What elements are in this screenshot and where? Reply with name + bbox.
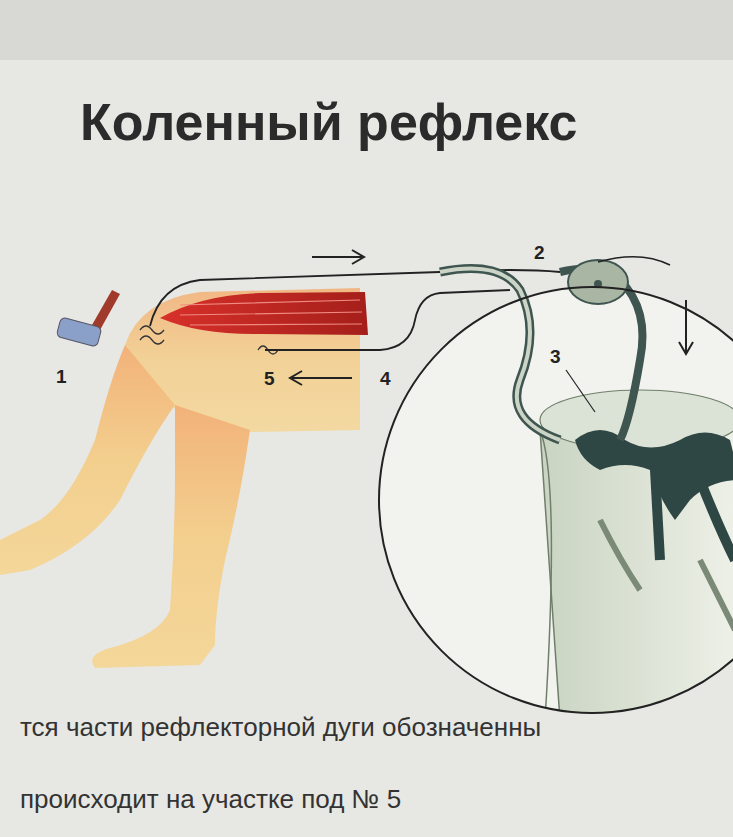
callout-number: 2 <box>534 242 545 264</box>
question-text: происходит на участке под № 5 <box>20 784 401 815</box>
question-text: тся части рефлекторной дуги обозначенны <box>20 712 541 743</box>
callout-number: 5 <box>264 368 275 390</box>
callout-number: 4 <box>380 368 391 390</box>
title: Коленный рефлекс <box>80 92 578 152</box>
callout-number: 3 <box>550 346 561 368</box>
callout-number: 1 <box>56 366 67 388</box>
